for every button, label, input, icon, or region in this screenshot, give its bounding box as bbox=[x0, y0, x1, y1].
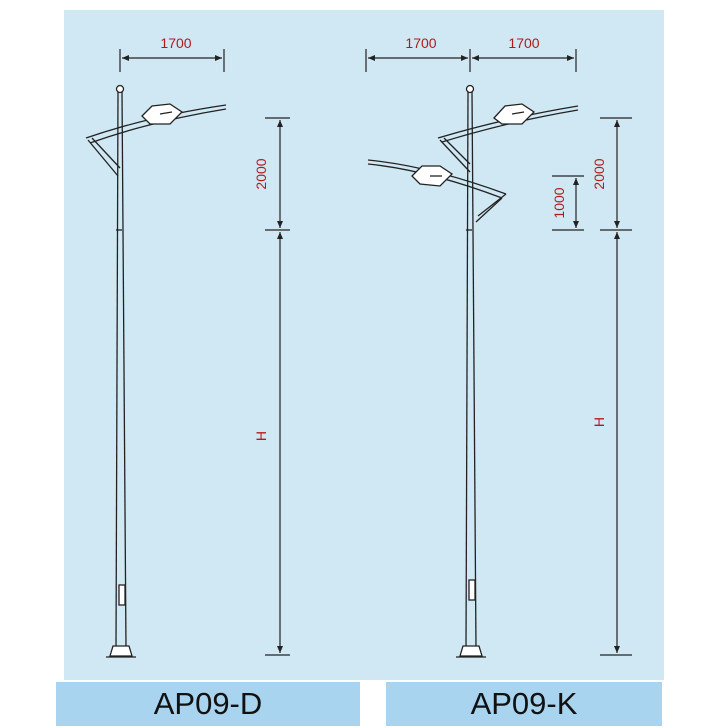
pole-height-label: H bbox=[591, 417, 607, 427]
head-height-label: 2000 bbox=[591, 158, 607, 189]
pole-height-label: H bbox=[253, 431, 269, 441]
head-height-label: 2000 bbox=[253, 158, 269, 189]
caption-ap09-d: AP09-D bbox=[56, 682, 360, 726]
dimension-right: 1700 1700 2000 1000 H bbox=[365, 35, 632, 656]
arm-length-left-label: 1700 bbox=[405, 35, 436, 51]
pole-ap09-d bbox=[85, 84, 227, 658]
pole-ap09-k bbox=[367, 84, 579, 658]
arm-length-right-label: 1700 bbox=[508, 35, 539, 51]
arm-length-label: 1700 bbox=[160, 35, 191, 51]
dimension-left: 1700 2000 H bbox=[119, 35, 290, 656]
lower-arm-offset-label: 1000 bbox=[551, 187, 567, 218]
caption-ap09-k: AP09-K bbox=[386, 682, 662, 726]
